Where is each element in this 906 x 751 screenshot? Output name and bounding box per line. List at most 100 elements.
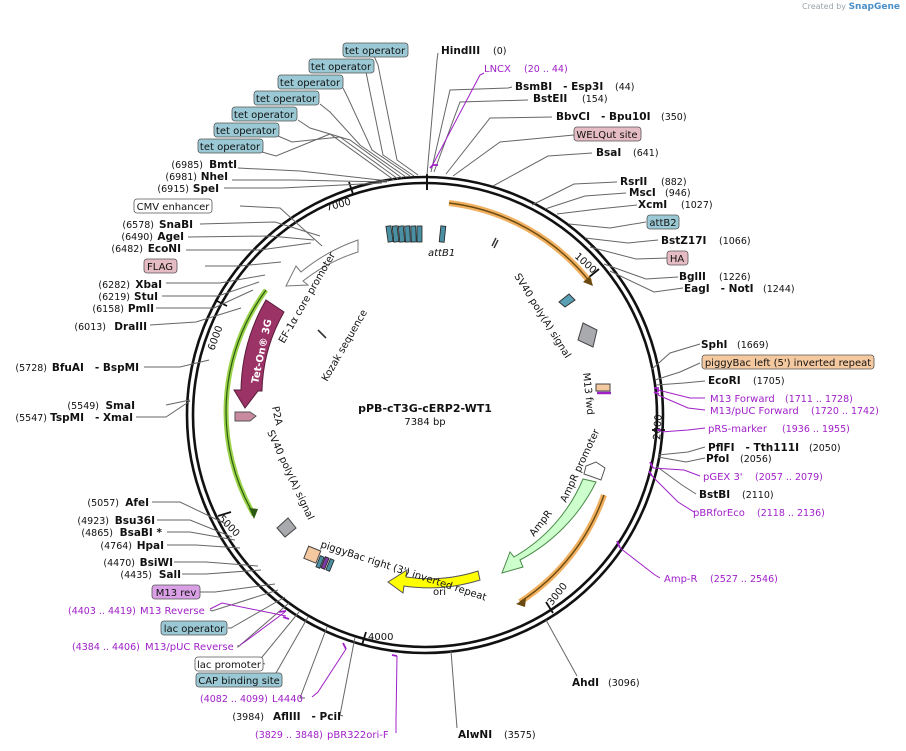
m13fwd-block	[595, 383, 611, 392]
ori-label: ori	[433, 587, 446, 598]
tick-4000: 4000	[368, 632, 393, 643]
site-bbvci: BbvCI - Bpu10I	[556, 111, 650, 123]
orange-arc-arrowhead-top	[583, 276, 593, 286]
box-lac-promoter: lac promoter	[197, 660, 262, 671]
primer-labels: LNCX (20 .. 44) M13 Forward (1711 .. 172…	[68, 64, 879, 741]
green-arc-left-core	[225, 289, 267, 516]
box-flag: FLAG	[147, 262, 173, 273]
site-bmti-pos: (6985)	[171, 160, 203, 171]
sv40-label-right: SV40 poly(A) signal	[511, 272, 572, 361]
site-bstbi-pos: (2110)	[742, 490, 774, 501]
site-bsteii-pos: (154)	[582, 94, 608, 105]
primer-connectors	[209, 72, 706, 733]
site-sphi-pos: (1669)	[737, 340, 769, 351]
amp-promoter-arrow	[583, 461, 606, 481]
site-nhei-pos: (6981)	[165, 172, 197, 183]
m13fwd-label: M13 fwd	[580, 372, 595, 415]
site-ahdi: AhdI	[572, 677, 599, 689]
primer-amp-r: Amp-R	[664, 574, 698, 585]
snapgene-credit: Created by SnapGene	[802, 2, 900, 12]
site-bfuai: BfuAI - BspMI	[52, 362, 139, 374]
site-ecori: EcoRI	[708, 375, 741, 387]
site-snabi: SnaBI	[159, 219, 193, 231]
box-m13-rev: M13 rev	[156, 588, 197, 599]
site-stui-pos: (6219)	[98, 292, 130, 303]
primer-pbrforeco: pBRforEco	[693, 508, 745, 519]
inner-mark-1	[491, 237, 497, 247]
p2a-label: P2A	[269, 405, 284, 426]
site-econi-pos: (6482)	[111, 244, 143, 255]
primer-prs-marker: pRS-marker	[708, 424, 768, 435]
site-econi: EcoNI	[148, 243, 181, 255]
site-afliii: AflIII - PciI	[273, 711, 341, 723]
site-alwni: AlwNI	[458, 729, 492, 741]
site-sali: SalI	[159, 569, 181, 581]
orange-arc-right-bottom-core	[519, 494, 605, 603]
site-bsu36i: Bsu36I	[115, 515, 155, 527]
sv40-label-left: SV40 poly(A) signal	[264, 429, 315, 522]
site-pflfi-pos: (2050)	[809, 443, 841, 454]
site-rsrii-pos: (882)	[661, 177, 687, 188]
tick-7000: 7000	[325, 197, 352, 214]
site-tspmi: TspMI - XmaI	[50, 412, 133, 424]
box-welqut: WELQut site	[576, 130, 637, 141]
primer-l4440-pos: (4082 .. 4099)	[200, 694, 268, 705]
tick-2000: 2000	[652, 414, 665, 440]
box-lac-operator: lac operator	[164, 624, 225, 635]
primer-l4440: L4440	[272, 694, 303, 705]
primer-pgex3-pos: (2057 .. 2079)	[755, 472, 823, 483]
site-bsai-pos: (641)	[633, 148, 659, 159]
site-spei-pos: (6915)	[157, 184, 189, 195]
site-eagi-pos: (1244)	[763, 284, 795, 295]
primer-m13puc-reverse-pos: (4384 .. 4406)	[72, 642, 140, 653]
site-rsrii: RsrII	[620, 176, 647, 188]
connectors-right	[426, 52, 706, 729]
site-afei-pos: (5057)	[87, 498, 119, 509]
site-bglii: BglII	[679, 271, 706, 283]
backbone	[185, 175, 665, 655]
site-bfuai-pos: (5728)	[15, 363, 47, 374]
inner-mark-2	[493, 239, 499, 249]
sites-left: (6985) BmtI (6981) NheI (6915) SpeI (657…	[15, 159, 341, 723]
site-alwni-pos: (3575)	[504, 730, 536, 741]
attb2-mark	[558, 293, 576, 308]
site-bstz17i-pos: (1066)	[719, 236, 751, 247]
primer-pgex3: pGEX 3'	[703, 472, 743, 483]
credit-prefix: Created by	[802, 2, 847, 11]
sv40-block-right	[577, 322, 598, 348]
site-smai-pos: (5549)	[67, 401, 99, 412]
primer-m13-reverse: M13 Reverse	[140, 606, 205, 617]
site-bsteii: BstEII	[533, 93, 567, 105]
site-hindiii-pos: (0)	[493, 46, 506, 57]
site-xbai-pos: (6282)	[98, 280, 130, 291]
box-tet-operator-6: tet operator	[216, 126, 277, 137]
site-bsabi-pos: (4865)	[81, 528, 113, 539]
site-bsabi: BsaBI *	[120, 527, 163, 539]
ef1a-arrow	[285, 239, 359, 287]
site-agei: AgeI	[157, 231, 184, 243]
plasmid-length: 7384 bp	[404, 417, 445, 428]
orange-arc-arrowhead-bottom	[516, 598, 526, 607]
teton-arrow	[233, 299, 285, 409]
site-sphi: SphI	[701, 339, 727, 351]
site-tspmi-pos: (5547)	[15, 413, 47, 424]
site-hpai-pos: (4764)	[100, 541, 132, 552]
box-tet-operator-3: tet operator	[280, 78, 341, 89]
site-bsiwi: BsiWI	[140, 557, 173, 569]
site-afliii-pos: (3984)	[232, 712, 264, 723]
box-tet-operator-5: tet operator	[234, 110, 295, 121]
site-bsiwi-pos: (4470)	[103, 558, 135, 569]
box-cap-binding-site: CAP binding site	[198, 676, 280, 687]
site-draiii-pos: (6013)	[74, 322, 106, 333]
site-bglii-pos: (1226)	[719, 272, 751, 283]
primer-prs-marker-pos: (1936 .. 1955)	[782, 424, 850, 435]
primer-m13puc-forward-pos: (1720 .. 1742)	[811, 406, 879, 417]
kozak-label: Kozak sequence	[320, 308, 370, 383]
site-pmli: PmlI	[128, 303, 154, 315]
connectors-left	[136, 55, 419, 717]
ori-arrow	[387, 568, 481, 594]
attb1-label: attB1	[428, 248, 455, 259]
site-pfoi: PfoI	[706, 453, 729, 465]
site-xbai: XbaI	[135, 279, 162, 291]
site-bsmbi-pos: (44)	[615, 82, 635, 93]
